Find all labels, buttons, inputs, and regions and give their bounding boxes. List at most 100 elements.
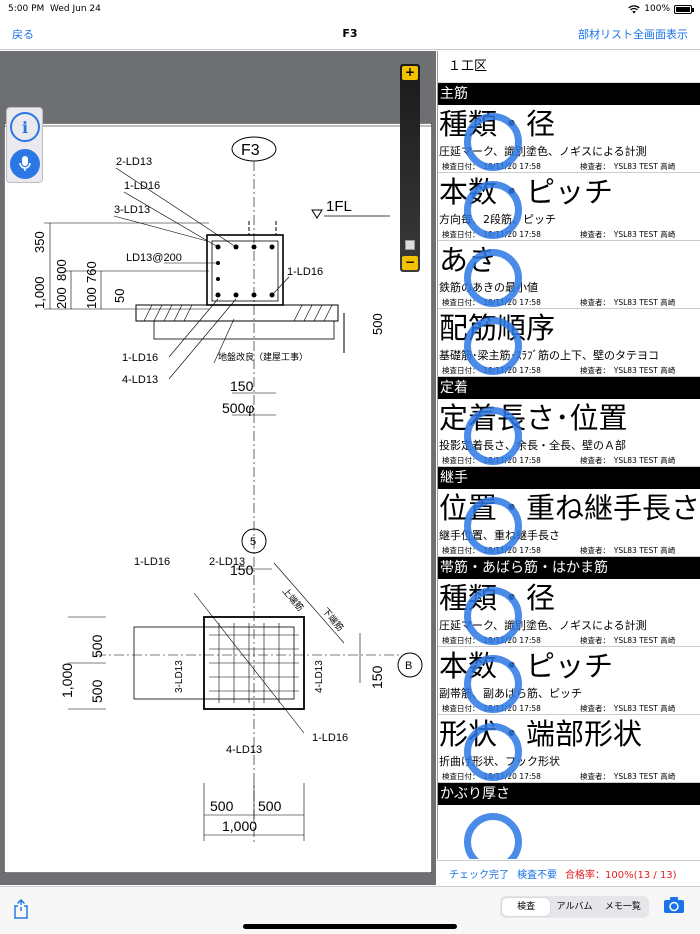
zoom-slider[interactable]: + − bbox=[400, 64, 420, 272]
check-mark-icon bbox=[464, 407, 522, 465]
item-inspector: 検査者： YSL83 TEST 高崎 bbox=[580, 230, 676, 239]
section-header: 継手 bbox=[438, 467, 700, 489]
drawing-viewer[interactable]: F3 1FL bbox=[0, 51, 436, 885]
drawing-note: 地盤改良（建屋工事） bbox=[218, 351, 308, 362]
check-mark-icon bbox=[464, 813, 522, 859]
checklist-item[interactable]: 種類・径圧延マーク、識別塗色、ノギスによる計測検査日付： 18/11/20 17… bbox=[438, 105, 700, 173]
bar-label-10: 3-LD13 bbox=[174, 660, 185, 693]
check-mark-icon bbox=[464, 249, 522, 307]
no-inspection-button[interactable]: 検査不要 bbox=[517, 870, 557, 881]
microphone-icon[interactable] bbox=[10, 149, 40, 179]
drawing-sheet[interactable]: F3 1FL bbox=[3, 122, 433, 874]
dim-350: 350 bbox=[32, 231, 47, 253]
checklist-item[interactable]: 位置・重ね継手長さ継手位置、重ね継手長さ検査日付： 18/11/20 17:58… bbox=[438, 489, 700, 557]
dim-100: 100 bbox=[84, 287, 99, 309]
fullscreen-list-button[interactable]: 部材リスト全画面表示 bbox=[578, 27, 688, 41]
home-indicator bbox=[243, 924, 457, 929]
item-inspector: 検査者： YSL83 TEST 高崎 bbox=[580, 636, 676, 645]
item-inspector: 検査者： YSL83 TEST 高崎 bbox=[580, 366, 676, 375]
dim-500-right: 500 bbox=[370, 313, 385, 335]
checklist-item-partial[interactable] bbox=[438, 805, 700, 859]
zone-header: １工区 bbox=[438, 51, 700, 83]
section-header: かぶり厚さ bbox=[438, 783, 700, 805]
bar-label-7: 4-LD13 bbox=[122, 374, 158, 386]
tab-memo-list[interactable]: メモ一覧 bbox=[604, 902, 641, 912]
bar-label-12: 4-LD13 bbox=[226, 744, 262, 756]
item-inspector: 検査者： YSL83 TEST 高崎 bbox=[580, 298, 676, 307]
check-mark-icon bbox=[464, 723, 522, 781]
pass-rate-label: 合格率： bbox=[565, 870, 605, 881]
item-inspector: 検査者： YSL83 TEST 高崎 bbox=[580, 704, 676, 713]
bar-label-3: 3-LD13 bbox=[114, 204, 150, 216]
bar-label-6: 1-LD16 bbox=[122, 352, 158, 364]
status-time: 5:00 PM bbox=[8, 4, 45, 14]
tab-album[interactable]: アルバム bbox=[556, 902, 593, 912]
zoom-thumb[interactable] bbox=[405, 240, 415, 250]
bar-label-8: 1-LD16 bbox=[134, 556, 170, 568]
bar-label-5: 1-LD16 bbox=[287, 266, 323, 278]
checklist-panel[interactable]: １工区 主筋種類・径圧延マーク、識別塗色、ノギスによる計測検査日付： 18/11… bbox=[437, 51, 700, 859]
tool-panel: i bbox=[6, 107, 43, 183]
dim-200: 200 bbox=[54, 287, 69, 309]
dim-500phi: 500φ bbox=[222, 400, 254, 416]
check-mark-icon bbox=[464, 587, 522, 645]
plan-dim-500-b: 500 bbox=[89, 679, 105, 703]
level-label: 1FL bbox=[326, 198, 352, 215]
section-header: 帯筋・あばら筋・はかま筋 bbox=[438, 557, 700, 579]
bottom-dim-1000: 1,000 bbox=[222, 818, 257, 834]
plan-dim-150: 150 bbox=[369, 665, 385, 689]
item-inspector: 検査者： YSL83 TEST 高崎 bbox=[580, 546, 676, 555]
status-left: 5:00 PM Wed Jun 24 bbox=[8, 4, 101, 14]
checklist-item[interactable]: 定着長さ･位置投影定着長さ、余長・全長、壁のＡ部検査日付： 18/11/20 1… bbox=[438, 399, 700, 467]
dim-150-b: 150 bbox=[230, 562, 254, 578]
tab-inspection[interactable]: 検査 bbox=[502, 898, 551, 916]
check-mark-icon bbox=[464, 113, 522, 171]
dim-760: 760 bbox=[84, 261, 99, 283]
checklist-item[interactable]: 種類・径圧延マーク、識別塗色、ノギスによる計測検査日付： 18/11/20 17… bbox=[438, 579, 700, 647]
dim-150-a: 150 bbox=[230, 378, 254, 394]
diag-label-bottom: 下端筋 bbox=[320, 605, 346, 633]
dim-50: 50 bbox=[112, 289, 127, 303]
bar-label-13: 1-LD16 bbox=[312, 732, 348, 744]
drawing-title-bubble: F3 bbox=[241, 142, 260, 159]
section-header: 主筋 bbox=[438, 83, 700, 105]
view-tabs: 検査 アルバム メモ一覧 bbox=[500, 896, 649, 918]
bar-label-1: 2-LD13 bbox=[116, 156, 152, 168]
check-mark-icon bbox=[464, 317, 522, 375]
item-inspector: 検査者： YSL83 TEST 高崎 bbox=[580, 162, 676, 171]
dim-1000: 1,000 bbox=[32, 276, 47, 309]
battery-icon bbox=[674, 4, 694, 14]
diag-label-top: 上端筋 bbox=[280, 585, 306, 613]
info-icon[interactable]: i bbox=[10, 112, 40, 142]
bottom-dim-500-b: 500 bbox=[258, 798, 282, 814]
checklist-item[interactable]: 配筋順序基礎筋･梁主筋･ｽﾗﾌﾞ筋の上下、壁のタテヨコ検査日付： 18/11/2… bbox=[438, 309, 700, 377]
rebar-drawing: F3 1FL bbox=[3, 122, 433, 874]
camera-icon[interactable] bbox=[663, 896, 685, 914]
back-button[interactable]: 戻る bbox=[12, 27, 34, 41]
wifi-icon bbox=[628, 4, 640, 13]
zoom-out-button[interactable]: − bbox=[402, 256, 418, 270]
status-right: 100% bbox=[628, 4, 694, 14]
status-date: Wed Jun 24 bbox=[50, 4, 101, 14]
pass-rate: 合格率：100%(13 / 13) bbox=[565, 866, 677, 881]
share-icon[interactable] bbox=[12, 899, 30, 919]
check-done-button[interactable]: チェック完了 bbox=[449, 870, 509, 881]
grid-circle-5: 5 bbox=[250, 536, 256, 548]
check-mark-icon bbox=[464, 655, 522, 713]
pass-rate-value: 100%(13 / 13) bbox=[605, 870, 677, 881]
check-mark-icon bbox=[464, 497, 522, 555]
bar-label-11: 4-LD13 bbox=[314, 660, 325, 693]
bottom-dim-500-a: 500 bbox=[210, 798, 234, 814]
zoom-in-button[interactable]: + bbox=[402, 66, 418, 80]
plan-dim-1000: 1,000 bbox=[59, 663, 75, 698]
status-bar: 5:00 PM Wed Jun 24 100% bbox=[0, 0, 700, 18]
bar-label-9: 2-LD13 bbox=[209, 556, 245, 568]
nav-bar: 戻る F3 部材リスト全画面表示 bbox=[0, 18, 700, 50]
item-inspector: 検査者： YSL83 TEST 高崎 bbox=[580, 772, 676, 781]
summary-bar: チェック完了 検査不要 合格率：100%(13 / 13) bbox=[437, 860, 700, 886]
